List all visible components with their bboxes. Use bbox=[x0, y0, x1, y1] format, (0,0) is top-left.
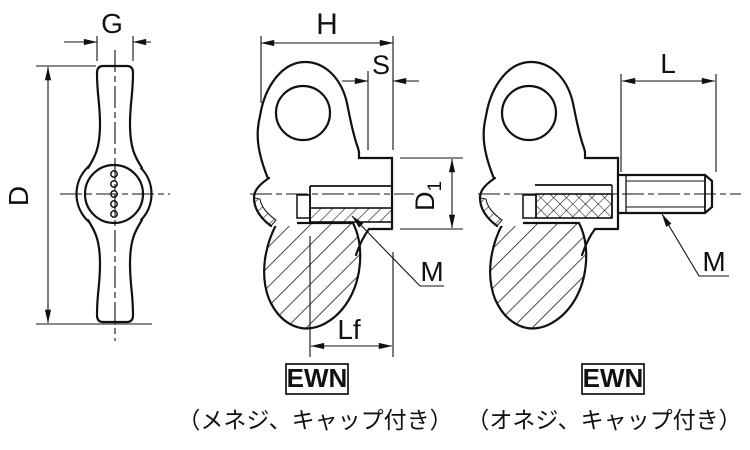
caption-female: （メネジ、キャップ付き） bbox=[177, 407, 452, 433]
d1-subscript: 1 bbox=[425, 181, 446, 192]
lf-dimension-label: Lf bbox=[337, 314, 361, 345]
d-dimension: D bbox=[3, 65, 152, 325]
d1-dimension: D1 bbox=[400, 157, 463, 230]
cap-dot-pattern bbox=[110, 170, 118, 218]
m-leader-male: M bbox=[661, 213, 729, 277]
body-outline bbox=[256, 60, 394, 257]
wing-hole bbox=[500, 84, 558, 142]
d1-dimension-label: D1 bbox=[410, 181, 446, 211]
sectioned-wing bbox=[263, 221, 362, 330]
female-thread-view: H S D1 M Lf EWN （メネジ、キャ bbox=[177, 8, 463, 433]
cap-dot bbox=[110, 170, 118, 178]
ewn-badge-box-male bbox=[581, 363, 645, 395]
m-dimension-label-male: M bbox=[702, 246, 725, 277]
cap-step bbox=[296, 194, 311, 219]
ewn-badge-male: EWN bbox=[583, 363, 644, 393]
m-leader-female: M bbox=[351, 215, 444, 287]
knurled-insert-section bbox=[535, 193, 613, 219]
g-dimension-label: G bbox=[101, 8, 123, 39]
female-thread-section bbox=[309, 207, 393, 223]
male-view-body bbox=[478, 60, 620, 330]
sectioned-wing bbox=[489, 221, 588, 330]
s-dimension-label: S bbox=[372, 50, 390, 80]
m-dimension-label-female: M bbox=[420, 256, 443, 287]
cap-dot bbox=[110, 210, 118, 218]
cap-dot bbox=[110, 180, 118, 188]
leader-line bbox=[351, 215, 444, 287]
h-dimension-label: H bbox=[316, 8, 338, 41]
leader-line bbox=[661, 213, 729, 277]
l-dimension: L bbox=[620, 48, 717, 172]
male-thread-view: L M EWN （オネジ、キャップ付き） bbox=[466, 48, 741, 433]
cap-step bbox=[522, 194, 537, 219]
cap-section-wall bbox=[479, 197, 503, 227]
d-dimension-label: D bbox=[3, 186, 34, 206]
cap-dot bbox=[110, 200, 118, 208]
s-dimension: S bbox=[342, 50, 419, 150]
h-dimension: H bbox=[260, 8, 394, 150]
cap-section-wall bbox=[253, 197, 277, 227]
caption-male: （オネジ、キャップ付き） bbox=[466, 407, 741, 433]
l-dimension-label: L bbox=[660, 48, 676, 79]
g-dimension: G bbox=[64, 8, 151, 61]
front-view: G D bbox=[3, 8, 170, 341]
lf-dimension: Lf bbox=[309, 236, 394, 357]
ewn-badge-box-female bbox=[285, 363, 349, 395]
wing-hole bbox=[274, 84, 332, 142]
d1-base: D bbox=[410, 192, 440, 212]
body-outline bbox=[482, 60, 620, 257]
ewn-badge-female: EWN bbox=[287, 363, 348, 393]
